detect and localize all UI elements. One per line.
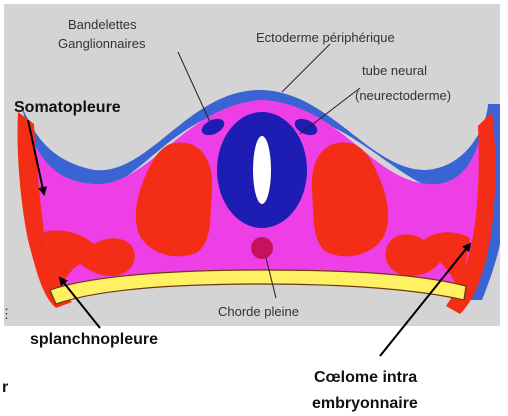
- label-coelome-2: embryonnaire: [312, 395, 418, 412]
- right-neural-crest: [294, 118, 318, 136]
- label-tube-neural-2: (neurectoderme): [355, 88, 451, 103]
- left-splanchnopleure: [44, 230, 135, 296]
- right-somite: [311, 142, 389, 257]
- pointer-tube-neural: [299, 87, 361, 135]
- arrow-coelome: [379, 242, 472, 357]
- endoderm: [49, 269, 467, 305]
- label-bandelettes-2: Ganglionnaires: [58, 36, 146, 51]
- pointer-bandelettes: [177, 51, 211, 123]
- arrow-somatopleure: [27, 119, 47, 196]
- arrow-splanchnopleure: [58, 276, 101, 329]
- label-coelome-1: Cœlome intra: [314, 369, 417, 386]
- left-neural-crest: [201, 118, 225, 136]
- label-somatopleure: Somatopleure: [14, 99, 121, 116]
- label-splanchnopleure: splanchnopleure: [30, 331, 158, 348]
- pointer-chorde: [265, 257, 277, 299]
- left-somite: [135, 142, 213, 257]
- right-splanchnopleure: [385, 232, 470, 296]
- left-edge-fragment: r: [2, 379, 8, 396]
- label-chorde: Chorde pleine: [218, 304, 299, 319]
- label-tube-neural-1: tube neural: [362, 63, 427, 78]
- notochord: [251, 237, 273, 259]
- left-edge-mark: ⋮: [0, 306, 13, 321]
- neural-tube-lumen: [253, 136, 271, 204]
- left-somatopleure: [17, 112, 72, 308]
- label-bandelettes-1: Bandelettes: [68, 17, 137, 32]
- pointer-ectoderme: [281, 43, 331, 93]
- right-somatopleure: [446, 112, 496, 314]
- label-ectoderme: Ectoderme périphérique: [256, 30, 395, 45]
